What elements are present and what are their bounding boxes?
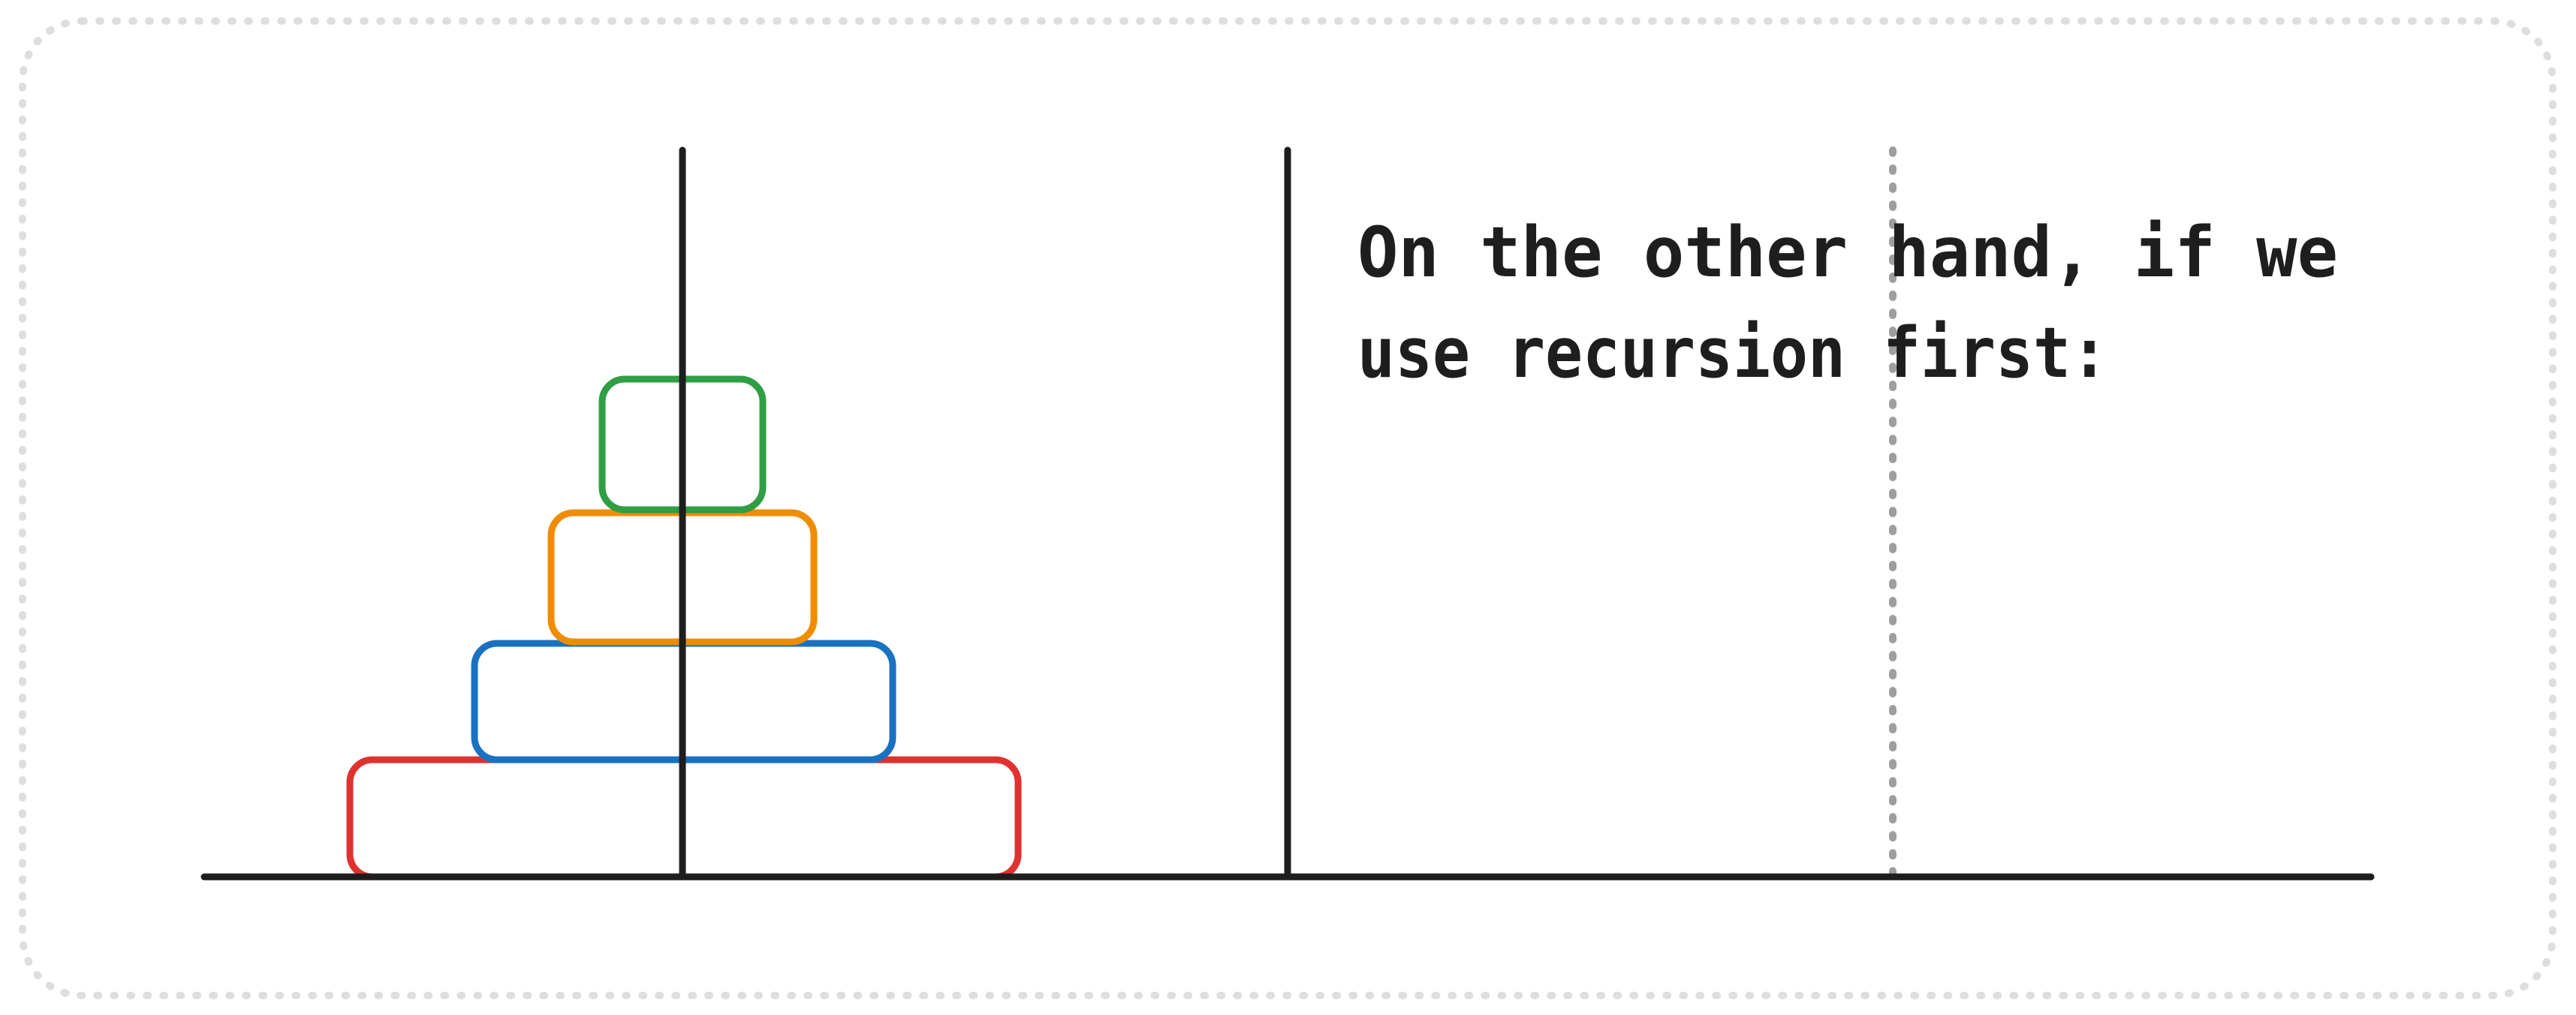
dotted-frame (19, 17, 2556, 999)
caption-line-2: use recursion first: (1357, 312, 2108, 393)
caption-line-1: On the other hand, if we (1357, 212, 2338, 293)
